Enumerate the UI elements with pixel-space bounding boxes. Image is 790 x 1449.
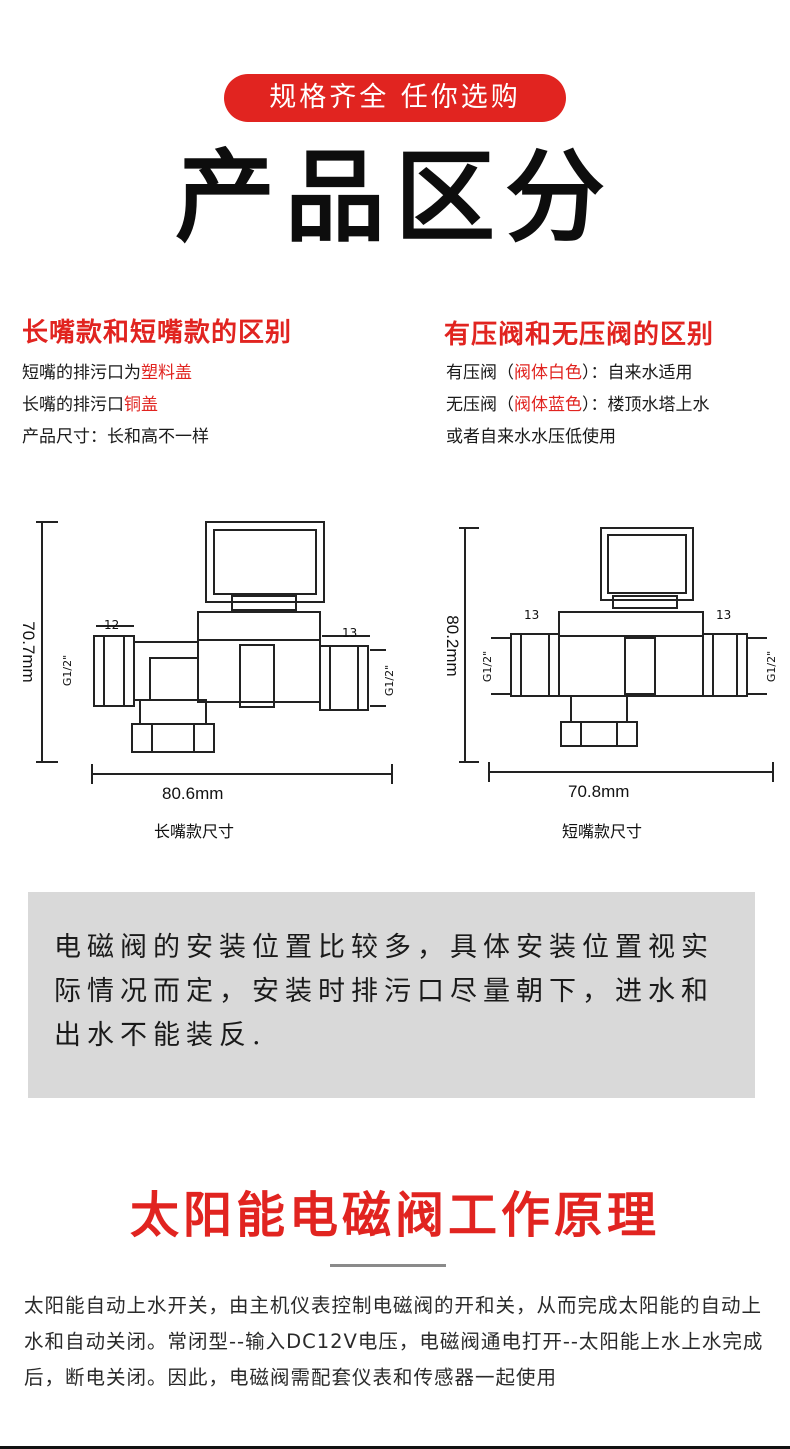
left-line-2: 长嘴的排污口铜盖: [22, 395, 158, 415]
short-spout-valve-drawing: [459, 527, 774, 782]
left-column-heading: 长嘴款和短嘴款的区别: [22, 318, 293, 348]
right-line-2: 无压阀（阀体蓝色）：楼顶水塔上水: [446, 395, 710, 415]
notice-box: [28, 892, 755, 1098]
short-spout-width-label: 70.8mm: [568, 782, 630, 801]
long-spout-dim-left: 12: [104, 618, 120, 632]
short-spout-height-label: 80.2mm: [443, 615, 462, 677]
right-column-heading: 有压阀和无压阀的区别: [444, 320, 715, 350]
right-line-3: 或者自来水水压低使用: [446, 427, 616, 447]
principle-text: 太阳能自动上水开关，由主机仪表控制电磁阀的开和关，从而完成太阳能的自动上水和自动…: [24, 1294, 764, 1389]
long-spout-dim-right: 13: [342, 626, 358, 640]
long-spout-valve-drawing: [36, 521, 393, 784]
short-spout-thread-right: G1/2": [765, 650, 779, 683]
tagline-badge: 规格齐全 任你选购: [224, 74, 566, 122]
long-spout-thread-left: G1/2": [61, 654, 75, 687]
title-divider: [330, 1264, 446, 1267]
bottom-rule: [0, 1446, 790, 1449]
short-spout-dim-left: 13: [524, 608, 540, 622]
long-spout-height-label-wrap: 70.7mm: [6, 612, 46, 692]
long-spout-width-label: 80.6mm: [162, 784, 224, 803]
page-title: 产品区分: [175, 139, 615, 256]
notice-text: 电磁阀的安装位置比较多，具体安装位置视实际情况而定，安装时排污口尽量朝下，进水和…: [54, 932, 714, 1051]
short-spout-thread-left: G1/2": [481, 650, 495, 683]
short-spout-caption: 短嘴款尺寸: [562, 822, 643, 841]
right-line-1: 有压阀（阀体白色）：自来水适用: [446, 363, 693, 383]
long-spout-caption: 长嘴款尺寸: [154, 822, 235, 841]
short-spout-dim-right: 13: [716, 608, 732, 622]
short-spout-height-label-wrap: 80.2mm: [430, 606, 470, 686]
left-line-1: 短嘴的排污口为塑料盖: [22, 363, 192, 383]
principle-title: 太阳能电磁阀工作原理: [129, 1187, 660, 1244]
long-spout-height-label: 70.7mm: [19, 621, 38, 683]
left-line-3: 产品尺寸：长和高不一样: [22, 427, 209, 447]
